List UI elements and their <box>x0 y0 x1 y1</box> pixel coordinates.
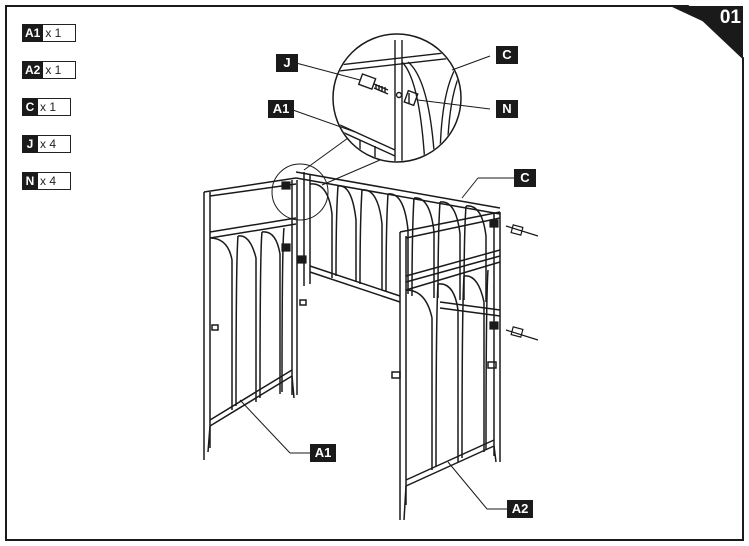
part-code: A2 <box>22 61 44 79</box>
front-panel-a2 <box>399 211 501 521</box>
part-quantity: x 1 <box>38 98 71 116</box>
parts-list-item: N x 4 <box>22 172 71 190</box>
detail-location-marker <box>271 163 329 221</box>
detail-circle <box>332 33 462 163</box>
parts-list-item: A2 x 1 <box>22 61 77 79</box>
detail-zoom-view <box>303 33 462 186</box>
part-quantity: x 4 <box>38 135 71 153</box>
callout-main-a1: A1 <box>310 444 336 462</box>
callout-detail-n: N <box>496 100 518 118</box>
part-code: N <box>22 172 38 190</box>
callout-main-a2: A2 <box>507 500 533 518</box>
part-quantity: x 1 <box>43 24 77 42</box>
part-code: C <box>22 98 38 116</box>
part-code: J <box>22 135 38 153</box>
step-number: 01 <box>719 7 741 28</box>
parts-list-item: C x 1 <box>22 98 71 116</box>
callout-detail-j: J <box>276 54 298 72</box>
page-border <box>5 5 744 541</box>
back-panel-c <box>295 171 501 379</box>
parts-list-item: J x 4 <box>22 135 71 153</box>
part-quantity: x 1 <box>43 61 77 79</box>
parts-list-item: A1 x 1 <box>22 24 77 42</box>
bolt-hardware <box>281 181 539 341</box>
callout-detail-a1: A1 <box>268 100 294 118</box>
part-quantity: x 4 <box>38 172 71 190</box>
callout-detail-c: C <box>496 46 518 64</box>
callout-main-c: C <box>514 169 536 187</box>
leader-lines <box>239 55 515 510</box>
left-panel-a1 <box>203 177 298 460</box>
fence-assembly <box>203 163 539 521</box>
part-code: A1 <box>22 24 44 42</box>
